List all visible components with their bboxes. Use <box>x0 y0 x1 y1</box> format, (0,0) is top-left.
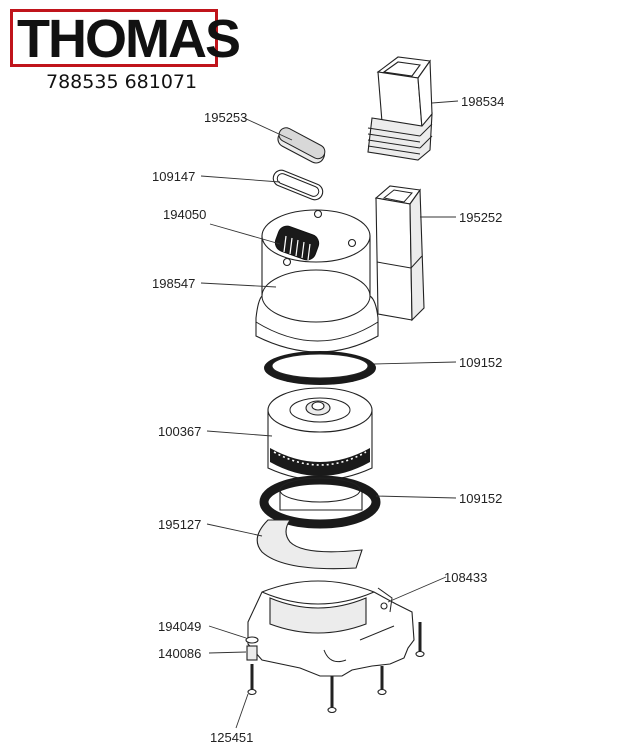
callout-140086: 140086 <box>158 646 201 661</box>
callout-195252: 195252 <box>459 210 502 225</box>
part-109147-o-ring <box>272 169 324 201</box>
part-195253-cap <box>277 127 326 164</box>
callout-labels: 198534 195253 109147 194050 195252 19854… <box>152 94 504 745</box>
brand-logo-frame: THOMAS <box>10 9 241 69</box>
callout-198534: 198534 <box>461 94 504 109</box>
part-195252-connector-housing <box>374 185 425 322</box>
brand-logo: THOMAS <box>17 9 241 69</box>
part-198534-connector-plug <box>367 56 433 161</box>
callout-108433: 108433 <box>444 570 487 585</box>
callout-109147: 109147 <box>152 169 195 184</box>
part-108433-base-housing <box>247 580 415 677</box>
document-number: 788535 681071 <box>46 71 198 93</box>
callout-125451: 125451 <box>210 730 253 745</box>
callout-109152-upper: 109152 <box>459 355 502 370</box>
part-195127-gasket <box>256 519 363 570</box>
callout-198547: 198547 <box>152 276 195 291</box>
callout-195253: 195253 <box>204 110 247 125</box>
callout-100367: 100367 <box>158 424 201 439</box>
part-125451-screws <box>247 622 425 714</box>
part-109152-seal-ring-upper <box>264 351 376 385</box>
part-140086-spacer <box>246 645 258 661</box>
part-109152-seal-ring-lower <box>259 475 381 529</box>
part-198547-motor-housing <box>255 209 379 353</box>
callout-195127: 195127 <box>158 517 201 532</box>
part-100367-motor <box>267 387 373 481</box>
callout-194050: 194050 <box>163 207 206 222</box>
callout-194049: 194049 <box>158 619 201 634</box>
part-194050-grille <box>274 225 320 261</box>
callout-109152-lower: 109152 <box>459 491 502 506</box>
part-194049-washer <box>245 636 259 644</box>
leader-lines <box>200 100 459 729</box>
